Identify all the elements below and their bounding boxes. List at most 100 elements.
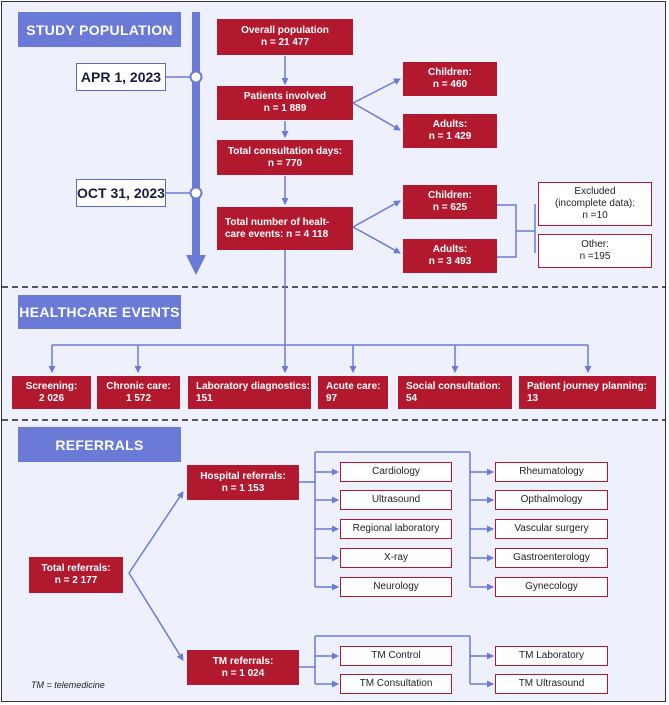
event-label: Social consultation: bbox=[406, 380, 502, 392]
referral-opthalmology: Opthalmology bbox=[495, 490, 608, 510]
excluded-box: Excluded (incomplete data): n =10 bbox=[538, 182, 652, 226]
box-value: n = 770 bbox=[267, 157, 303, 169]
referral-tm-control: TM Control bbox=[340, 646, 452, 666]
referral-label: Gastroenterology bbox=[513, 552, 590, 563]
referral-rheumatology: Rheumatology bbox=[495, 462, 608, 482]
timeline-arrowhead bbox=[186, 255, 206, 275]
tm-referrals-box: TM referrals: n = 1 024 bbox=[187, 650, 299, 685]
timeline-marker bbox=[189, 70, 203, 84]
events-adults-box: Adults: n = 3 493 bbox=[403, 239, 497, 273]
box-label: Patients involved bbox=[243, 91, 327, 102]
event-box-laboratory-diagnostics: Laboratory diagnostics: 151 bbox=[188, 376, 311, 409]
referral-label: Opthalmology bbox=[520, 494, 583, 505]
event-label: Acute care: bbox=[326, 380, 381, 392]
referral-label: X-ray bbox=[384, 552, 408, 563]
box-label: Other: bbox=[581, 239, 609, 250]
event-label: Chronic care: bbox=[106, 380, 171, 392]
referral-ultrasound: Ultrasound bbox=[340, 490, 452, 510]
box-value: n =10 bbox=[582, 210, 608, 221]
box-value: n = 1 429 bbox=[428, 131, 472, 142]
event-value: 1 572 bbox=[125, 392, 152, 404]
box-label: Total referrals: bbox=[41, 563, 111, 574]
event-box-screening: Screening: 2 026 bbox=[12, 376, 91, 409]
event-label: Laboratory diagnostics: bbox=[196, 380, 310, 392]
box-value: n = 625 bbox=[432, 202, 468, 213]
box-value: n = 460 bbox=[432, 79, 468, 90]
event-label: Screening: bbox=[25, 380, 78, 392]
event-value: 151 bbox=[196, 392, 213, 404]
event-value: 97 bbox=[326, 392, 338, 404]
box-value: n =195 bbox=[579, 251, 611, 262]
other-box: Other: n =195 bbox=[538, 234, 652, 268]
box-label: Excluded bbox=[574, 186, 616, 197]
consultation-days-box: Total consultation days: n = 770 bbox=[217, 140, 353, 175]
box-label: TM referrals: bbox=[212, 655, 274, 667]
section-header-healthcare-events: HEALTHCARE EVENTS bbox=[18, 295, 181, 329]
referral-gynecology: Gynecology bbox=[495, 577, 608, 597]
arrow bbox=[128, 572, 184, 661]
event-value: 54 bbox=[406, 392, 418, 404]
referral-label: Rheumatology bbox=[519, 466, 584, 477]
box-label: Total number of healt- bbox=[225, 216, 330, 228]
section-header-referrals: REFERRALS bbox=[18, 427, 181, 462]
referral-neurology: Neurology bbox=[340, 577, 452, 597]
box-value: n = 2 177 bbox=[54, 575, 98, 586]
referral-label: TM Consultation bbox=[359, 678, 433, 689]
date-end: OCT 31, 2023 bbox=[76, 179, 166, 207]
referral-tm-laboratory: TM Laboratory bbox=[495, 646, 608, 666]
referral-label: Neurology bbox=[373, 581, 419, 592]
overall-population-box: Overall population n = 21 477 bbox=[217, 19, 353, 55]
box-label: care events: n = 4 118 bbox=[225, 228, 329, 240]
box-label: Children: bbox=[428, 67, 472, 78]
referral-label: Ultrasound bbox=[371, 494, 421, 505]
referral-vascular-surgery: Vascular surgery bbox=[495, 519, 608, 539]
footnote: TM = telemedicine bbox=[31, 680, 105, 690]
arrow bbox=[128, 491, 184, 574]
hospital-referrals-box: Hospital referrals: n = 1 153 bbox=[187, 465, 299, 500]
referral-label: TM Ultrasound bbox=[518, 678, 585, 689]
box-label: Children: bbox=[428, 190, 472, 201]
box-value: n = 1 024 bbox=[221, 667, 265, 679]
referral-label: Regional laboratory bbox=[352, 523, 440, 534]
referral-tm-ultrasound: TM Ultrasound bbox=[495, 674, 608, 694]
timeline-marker bbox=[189, 186, 203, 200]
referral-label: Vascular surgery bbox=[514, 523, 589, 534]
box-label: Adults: bbox=[432, 119, 468, 130]
box-value: n = 1 889 bbox=[263, 103, 307, 114]
event-box-patient-journey-planning: Patient journey planning: 13 bbox=[519, 376, 656, 409]
box-label: Total consultation days: bbox=[227, 145, 343, 157]
referral-regional-laboratory: Regional laboratory bbox=[340, 519, 452, 539]
referral-label: Gynecology bbox=[525, 581, 578, 592]
arrow bbox=[352, 200, 401, 228]
referral-label: TM Control bbox=[371, 650, 421, 661]
referral-x-ray: X-ray bbox=[340, 548, 452, 568]
bracket bbox=[497, 204, 517, 258]
event-label: Patient journey planning: bbox=[527, 380, 648, 392]
date-start: APR 1, 2023 bbox=[76, 63, 166, 91]
arrow bbox=[352, 226, 401, 254]
arrow bbox=[352, 78, 401, 104]
referral-label: Cardiology bbox=[372, 466, 420, 477]
box-label: Hospital referrals: bbox=[200, 470, 286, 482]
box-value: n = 3 493 bbox=[428, 256, 472, 267]
event-box-chronic-care: Chronic care: 1 572 bbox=[97, 376, 180, 409]
healthcare-events-total-box: Total number of healt- care events: n = … bbox=[217, 207, 353, 250]
referral-cardiology: Cardiology bbox=[340, 462, 452, 482]
referral-gastroenterology: Gastroenterology bbox=[495, 548, 608, 568]
box-value: n = 21 477 bbox=[260, 37, 310, 48]
involved-children-box: Children: n = 460 bbox=[403, 62, 497, 96]
event-box-acute-care: Acute care: 97 bbox=[318, 376, 388, 409]
events-children-box: Children: n = 625 bbox=[403, 185, 497, 219]
total-referrals-box: Total referrals: n = 2 177 bbox=[29, 557, 123, 593]
referral-tm-consultation: TM Consultation bbox=[340, 674, 452, 694]
involved-adults-box: Adults: n = 1 429 bbox=[403, 114, 497, 148]
event-value: 2 026 bbox=[38, 392, 65, 404]
event-value: 13 bbox=[527, 392, 539, 404]
box-label: Overall population bbox=[241, 25, 329, 36]
box-label: Adults: bbox=[432, 244, 468, 255]
box-value: n = 1 153 bbox=[221, 482, 265, 494]
referral-label: TM Laboratory bbox=[518, 650, 585, 661]
patients-involved-box: Patients involved n = 1 889 bbox=[217, 86, 353, 120]
arrow bbox=[352, 102, 401, 131]
